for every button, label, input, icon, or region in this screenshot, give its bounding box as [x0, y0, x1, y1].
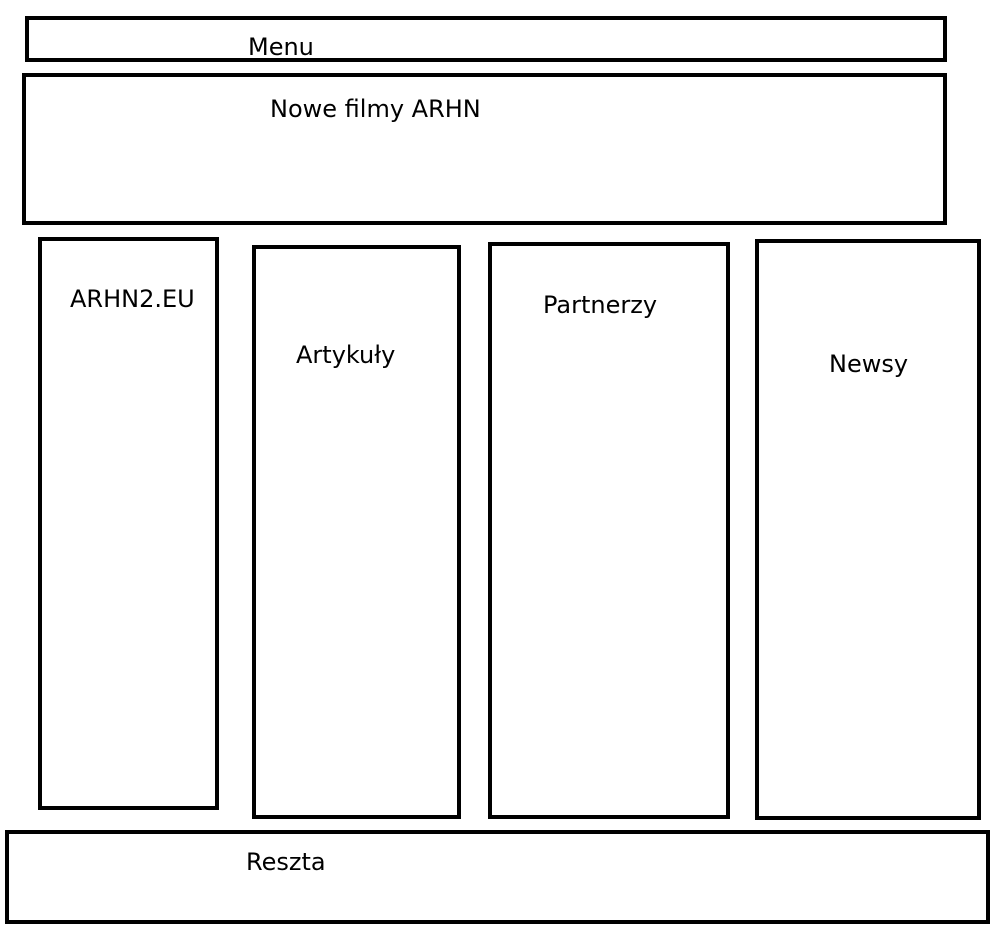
arhn2-label: ARHN2.EU [70, 285, 195, 313]
articles-column [252, 245, 461, 819]
partners-column [488, 242, 730, 819]
menu-label: Menu [248, 33, 314, 61]
rest-block [5, 830, 990, 924]
news-column [755, 239, 981, 820]
rest-label: Reszta [246, 848, 326, 876]
partners-label: Partnerzy [543, 291, 658, 319]
new-films-label: Nowe filmy ARHN [270, 95, 481, 123]
menu-block [25, 16, 947, 62]
news-label: Newsy [829, 350, 909, 378]
arhn2-column [38, 237, 219, 810]
articles-label: Artykuły [296, 341, 396, 369]
new-films-block [22, 73, 947, 225]
